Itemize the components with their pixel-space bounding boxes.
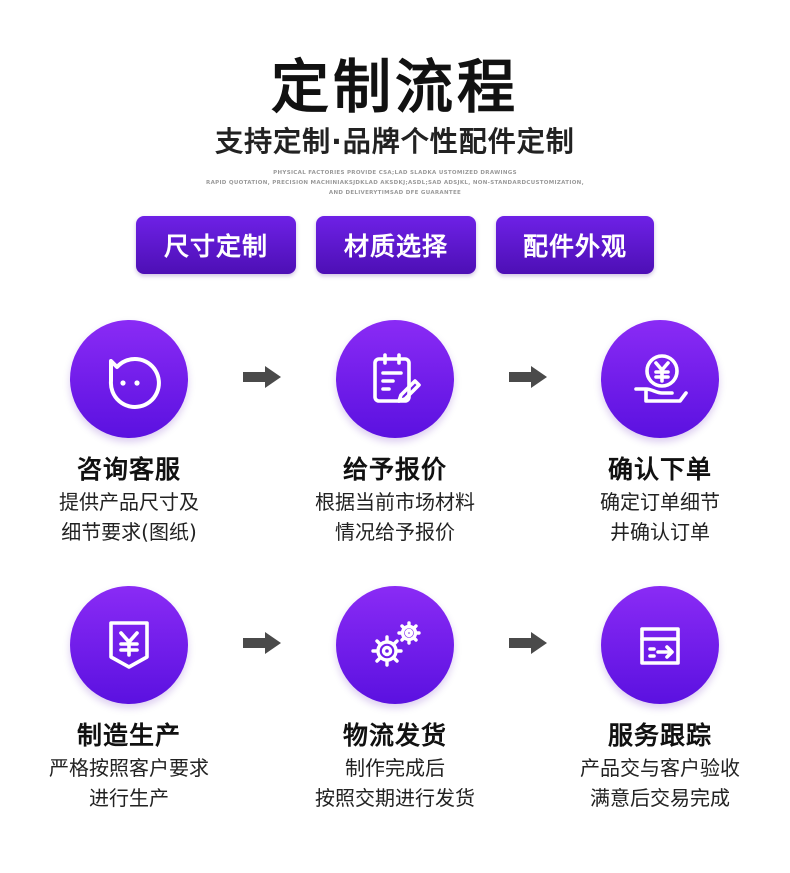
feature-tags: 尺寸定制 材质选择 配件外观 <box>0 216 790 276</box>
step-title: 确认下单 <box>607 455 712 484</box>
tag-accessory-look[interactable]: 配件外观 <box>496 216 654 274</box>
step-title: 制造生产 <box>76 721 181 750</box>
arrow-right-icon <box>243 632 281 654</box>
step-desc-line: 根据当前市场材料 <box>315 490 475 514</box>
step-desc-line: 制作完成后 <box>345 756 445 780</box>
gears-icon <box>336 586 454 704</box>
step-desc-line: 确定订单细节 <box>600 490 720 514</box>
chat-bubble-face-icon <box>70 320 188 438</box>
arrow-right-icon <box>509 366 547 388</box>
step-title: 咨询客服 <box>76 455 181 484</box>
tag-size-custom[interactable]: 尺寸定制 <box>136 216 296 274</box>
page-title: 定制流程 <box>270 53 519 121</box>
step-title: 物流发货 <box>342 721 447 750</box>
step-desc-line: 细节要求(图纸) <box>61 520 197 544</box>
fine-print-line-2: RAPID QUOTATION, PRECISION MACHINIAKSJDK… <box>206 180 584 186</box>
arrow-right-icon <box>243 366 281 388</box>
step-desc-line: 提供产品尺寸及 <box>59 490 199 514</box>
yen-document-icon <box>70 586 188 704</box>
step-desc-line: 严格按照客户要求 <box>49 756 209 780</box>
step-title: 给予报价 <box>342 455 447 484</box>
step-title: 服务跟踪 <box>607 721 712 750</box>
clipboard-pen-icon <box>336 320 454 438</box>
tag-material-select[interactable]: 材质选择 <box>316 216 476 274</box>
step-desc-line: 井确认订单 <box>610 520 710 544</box>
step-desc-line: 情况给予报价 <box>335 520 455 544</box>
arrow-right-icon <box>509 632 547 654</box>
yen-coin-hand-icon <box>601 320 719 438</box>
step-desc-line: 按照交期进行发货 <box>315 786 475 810</box>
step-desc-line: 满意后交易完成 <box>590 786 730 810</box>
fine-print-line-1: PHYSICAL FACTORIES PROVIDE CSA;LAD SLADK… <box>273 170 517 176</box>
page-subtitle: 支持定制·品牌个性配件定制 <box>215 125 575 158</box>
step-desc-line: 进行生产 <box>89 786 169 810</box>
box-arrow-icon <box>601 586 719 704</box>
fine-print-line-3: AND DELIVERYTIMSAD DFE GUARANTEE <box>328 190 462 196</box>
step-desc-line: 产品交与客户验收 <box>580 756 740 780</box>
